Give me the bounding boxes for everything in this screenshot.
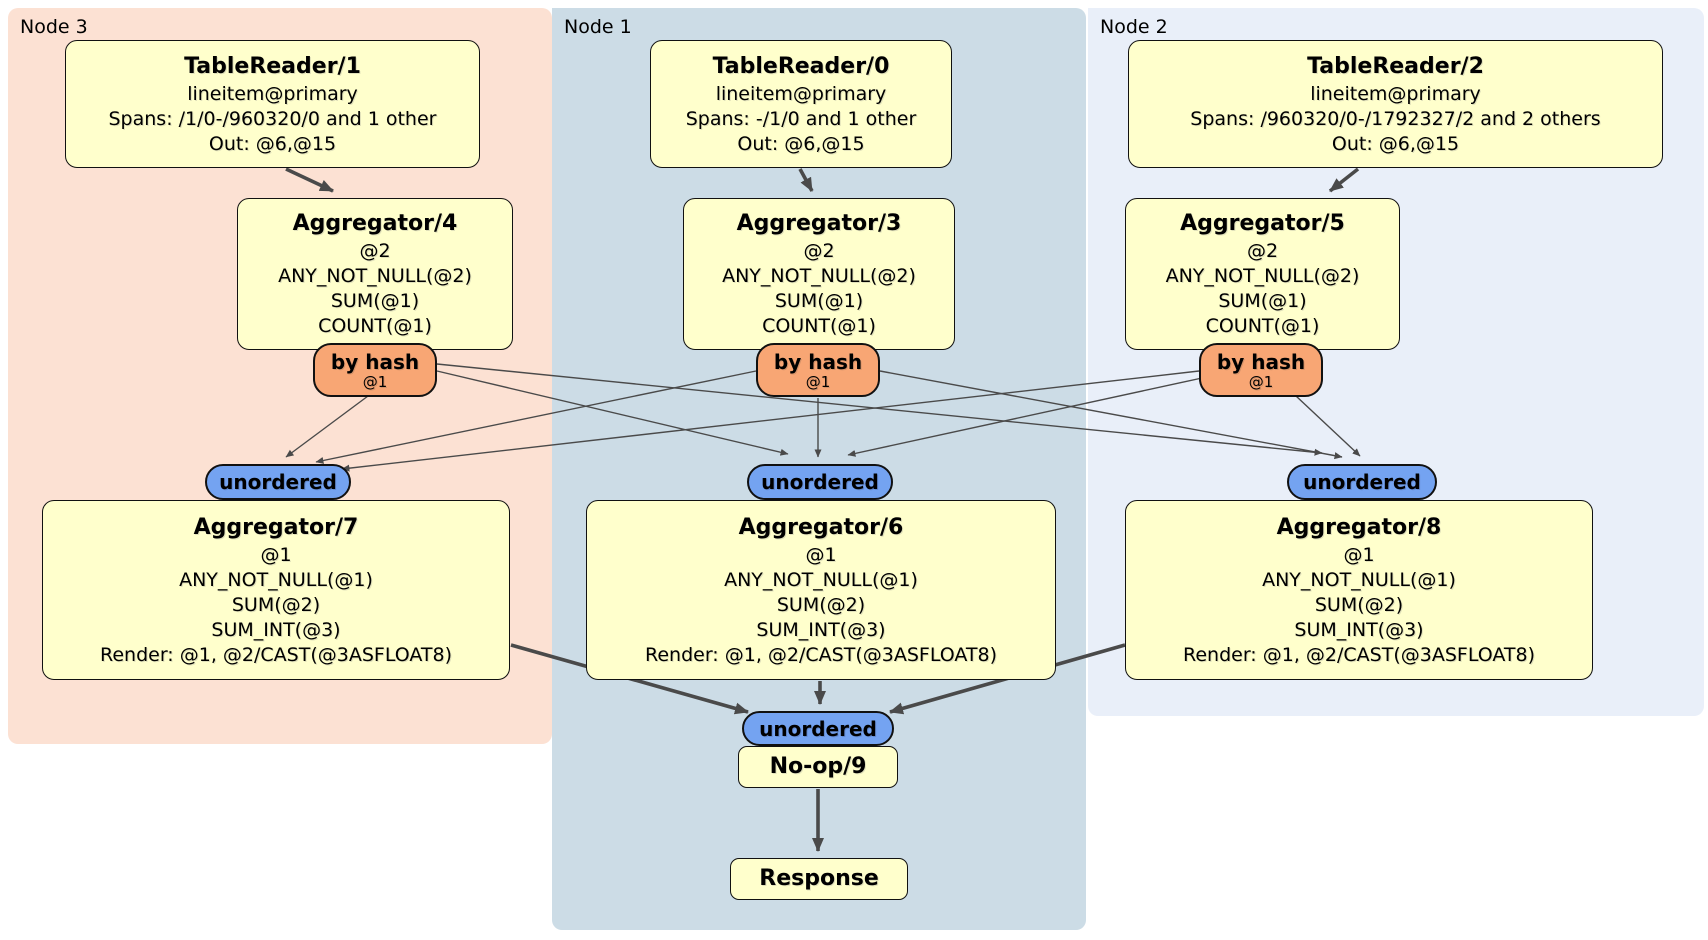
router-label: by hash <box>773 349 863 374</box>
processor-detail-line: SUM_INT(@3) <box>1294 618 1424 641</box>
processor-detail-line: ANY_NOT_NULL(@1) <box>179 568 373 591</box>
edge-hash4-sync8 <box>436 363 1323 456</box>
processor-detail-line: Render: @1, @2/CAST(@3ASFLOAT8) <box>645 643 997 666</box>
processor-tablereader-1: TableReader/1 lineitem@primary Spans: /1… <box>65 40 480 168</box>
processor-title: Aggregator/6 <box>738 514 904 540</box>
processor-aggregator-3: Aggregator/3 @2 ANY_NOT_NULL(@2) SUM(@1)… <box>683 198 955 350</box>
sync-label: unordered <box>761 470 879 494</box>
processor-detail-line: SUM(@2) <box>776 593 866 616</box>
processor-aggregator-5: Aggregator/5 @2 ANY_NOT_NULL(@2) SUM(@1)… <box>1125 198 1400 350</box>
processor-title: No-op/9 <box>769 754 867 779</box>
processor-detail-line: Spans: /960320/0-/1792327/2 and 2 others <box>1190 107 1601 130</box>
processor-detail-line: @1 <box>805 543 837 566</box>
response-box: Response <box>730 858 908 900</box>
processor-detail-line: @2 <box>803 240 835 262</box>
processor-detail-line: SUM(@2) <box>231 593 321 616</box>
processor-detail-line: ANY_NOT_NULL(@1) <box>724 568 918 591</box>
edge-hash5-sync6 <box>847 377 1203 457</box>
hash-edges <box>285 363 1361 472</box>
panel-node3-label: Node 3 <box>20 16 88 38</box>
processor-title: Aggregator/4 <box>292 211 458 236</box>
edge-hash5-sync7 <box>341 370 1200 472</box>
processor-detail-line: ANY_NOT_NULL(@1) <box>1262 568 1456 591</box>
router-by-hash-agg5: by hash @1 <box>1199 343 1323 397</box>
processor-title: TableReader/1 <box>184 53 361 79</box>
panel-node2-label: Node 2 <box>1100 16 1168 38</box>
processor-title: Aggregator/3 <box>736 211 902 236</box>
router-by-hash-agg3: by hash @1 <box>756 343 880 397</box>
processor-detail-line: Out: @6,@15 <box>737 132 865 155</box>
router-key: @1 <box>362 372 388 391</box>
router-label: by hash <box>1216 349 1306 374</box>
sync-unordered-agg7: unordered <box>205 464 351 500</box>
router-key: @1 <box>805 372 831 391</box>
edge-hash5-sync8 <box>1295 395 1361 457</box>
router-by-hash-agg4: by hash @1 <box>313 343 437 397</box>
processor-detail-line: Render: @1, @2/CAST(@3ASFLOAT8) <box>1183 643 1535 666</box>
edge-tr0-agg3 <box>798 168 814 192</box>
processor-title: Aggregator/8 <box>1276 514 1442 540</box>
processor-detail-line: SUM_INT(@3) <box>211 618 341 641</box>
processor-tablereader-0: TableReader/0 lineitem@primary Spans: -/… <box>650 40 952 168</box>
processor-detail-line: @2 <box>359 240 391 262</box>
processor-title: Aggregator/5 <box>1180 211 1345 236</box>
sync-label: unordered <box>759 716 877 741</box>
sync-unordered-noop: unordered <box>742 711 894 746</box>
processor-detail-line: SUM(@1) <box>1218 290 1307 312</box>
edge-hash4-sync6 <box>436 370 789 456</box>
processor-detail-line: Out: @6,@15 <box>208 132 337 155</box>
processor-detail-line: SUM(@2) <box>1314 593 1404 616</box>
processor-title: Response <box>759 866 879 891</box>
processor-detail-line: COUNT(@1) <box>762 315 876 337</box>
processor-detail-line: SUM(@1) <box>774 290 864 312</box>
edge-tr2-agg5 <box>1328 167 1360 193</box>
processor-detail-line: Spans: -/1/0 and 1 other <box>685 107 917 130</box>
processor-detail-line: Render: @1, @2/CAST(@3ASFLOAT8) <box>100 643 452 666</box>
processor-detail-line: Spans: /1/0-/960320/0 and 1 other <box>108 107 437 130</box>
processor-aggregator-8: Aggregator/8 @1 ANY_NOT_NULL(@1) SUM(@2)… <box>1125 500 1593 680</box>
processor-detail-line: ANY_NOT_NULL(@2) <box>722 265 916 287</box>
processor-title: Aggregator/7 <box>193 514 359 540</box>
processor-detail-line: ANY_NOT_NULL(@2) <box>278 265 472 287</box>
processor-detail-line: COUNT(@1) <box>318 315 432 337</box>
processor-detail-line: lineitem@primary <box>1310 82 1481 105</box>
processor-tablereader-2: TableReader/2 lineitem@primary Spans: /9… <box>1128 40 1663 168</box>
processor-aggregator-7: Aggregator/7 @1 ANY_NOT_NULL(@1) SUM(@2)… <box>42 500 510 680</box>
processor-title: TableReader/2 <box>1307 53 1484 79</box>
sync-unordered-agg8: unordered <box>1287 464 1437 500</box>
processor-noop-9: No-op/9 <box>738 746 898 788</box>
processor-detail-line: @1 <box>260 543 292 566</box>
processor-detail-line: SUM_INT(@3) <box>756 618 886 641</box>
edge-hash3-sync7 <box>315 370 757 464</box>
router-key: @1 <box>1248 372 1274 391</box>
processor-detail-line: lineitem@primary <box>715 82 887 105</box>
processor-detail-line: ANY_NOT_NULL(@2) <box>1165 265 1360 287</box>
router-label: by hash <box>330 349 420 374</box>
processor-detail-line: COUNT(@1) <box>1205 315 1320 337</box>
sync-unordered-agg6: unordered <box>747 464 893 500</box>
processor-detail-line: @1 <box>1343 543 1375 566</box>
panel-node1-label: Node 1 <box>564 16 632 38</box>
edge-hash3-sync8 <box>879 370 1343 460</box>
processor-detail-line: @2 <box>1246 240 1279 262</box>
edge-hash4-sync7 <box>285 395 369 458</box>
processor-detail-line: lineitem@primary <box>187 82 358 105</box>
processor-aggregator-6: Aggregator/6 @1 ANY_NOT_NULL(@1) SUM(@2)… <box>586 500 1056 680</box>
edge-tr1-agg4 <box>285 167 334 193</box>
processor-detail-line: SUM(@1) <box>330 290 420 312</box>
processor-title: TableReader/0 <box>712 53 890 79</box>
sync-label: unordered <box>1303 470 1421 494</box>
processor-aggregator-4: Aggregator/4 @2 ANY_NOT_NULL(@2) SUM(@1)… <box>237 198 513 350</box>
sync-label: unordered <box>219 470 337 494</box>
processor-detail-line: Out: @6,@15 <box>1331 132 1460 155</box>
